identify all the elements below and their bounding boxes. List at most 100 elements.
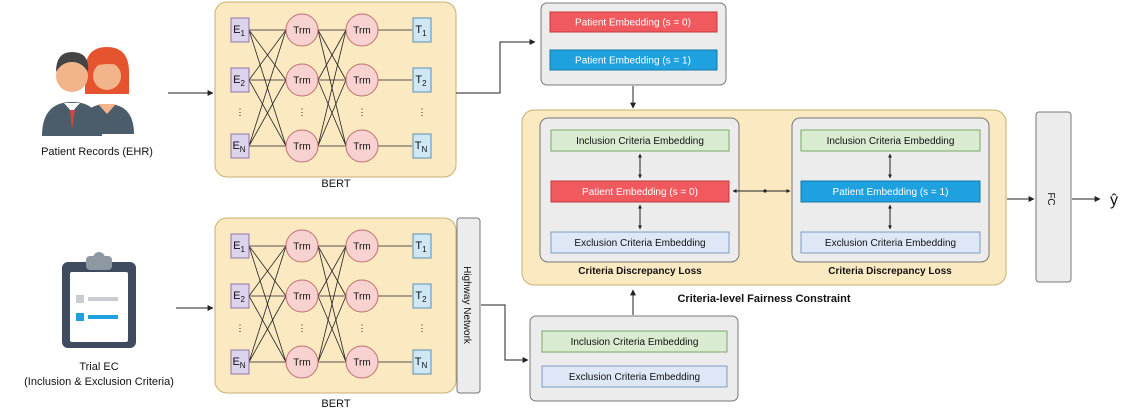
trm-label-1-n-patient: Trm [293, 142, 310, 153]
fc-layer [1035, 111, 1072, 283]
bert-edge-trial [248, 245, 287, 297]
t-node-label-2-patient: T2 [415, 74, 427, 88]
trial-ec-label: Trial EC [79, 361, 118, 373]
trm-label-2-1-patient: Trm [353, 26, 370, 37]
trm-node-1-2-trial [285, 279, 319, 313]
trial-ec-sublabel: (Inclusion & Exclusion Criteria) [24, 376, 174, 388]
trm-node-1-1-patient [285, 13, 319, 47]
e-node-label-n-trial: EN [232, 356, 245, 370]
left-inclusion-embedding [550, 129, 730, 152]
patient-embedding-s1 [549, 49, 718, 71]
t-node-1-patient [412, 17, 432, 43]
trm-label-1-n-trial: Trm [293, 358, 310, 369]
e-node-2-trial [230, 283, 250, 309]
t-node-label-1-trial: T1 [415, 240, 427, 254]
t-node-label-2-trial: T2 [415, 290, 427, 304]
right-inclusion-embedding [800, 129, 981, 152]
bert-background-trial [214, 217, 457, 394]
patient-embedding-s0 [549, 11, 718, 33]
fc-label: FC [1045, 192, 1056, 205]
trm-label-2-n-patient: Trm [353, 142, 370, 153]
t-node-label-n-trial: TN [415, 356, 428, 370]
highway-network-label: Highway Network [461, 266, 472, 345]
trm-label-2-1-trial: Trm [353, 242, 370, 253]
right-inclusion-label: Inclusion Criteria Embedding [827, 136, 955, 147]
fairness-constraint-title: Criteria-level Fairness Constraint [677, 293, 850, 305]
t-sub-2: 2 [422, 295, 427, 304]
ellipsis-0-patient: ⋮ [236, 107, 245, 117]
trm-label-2-2-patient: Trm [353, 76, 370, 87]
left-exclusion-label: Exclusion Criteria Embedding [574, 238, 705, 249]
output-y-hat: ŷ [1110, 192, 1118, 209]
trm-label-2-2-trial: Trm [353, 292, 370, 303]
t-sub-n: N [421, 145, 427, 154]
ellipsis-3-patient: ⋮ [418, 107, 427, 117]
e-node-1-patient [230, 17, 250, 43]
arrow-bert-to-groups [456, 39, 536, 94]
bert-edge-patient [248, 29, 287, 81]
t-node-2-patient [412, 67, 432, 93]
trm-label-1-2-patient: Trm [293, 76, 310, 87]
e-node-2-patient [230, 67, 250, 93]
trm-node-2-2-patient [345, 63, 379, 97]
ellipsis-1-trial: ⋮ [298, 323, 307, 333]
e-node-label-2-patient: E2 [233, 74, 245, 88]
bert-edge-trial [248, 295, 287, 363]
left-exclusion-embedding [550, 231, 730, 254]
t-node-2-trial [412, 283, 432, 309]
left-patient-label: Patient Embedding (s = 0) [582, 187, 698, 198]
bert-edge-patient [317, 29, 347, 147]
t-sub-1: 1 [422, 29, 427, 38]
exclusion-criteria-embedding-label: Exclusion Criteria Embedding [569, 372, 700, 383]
e-sub-1: 1 [240, 245, 245, 254]
trm-label-1-2-trial: Trm [293, 292, 310, 303]
ellipsis-0-trial: ⋮ [236, 323, 245, 333]
e-node-label-2-trial: E2 [233, 290, 245, 304]
right-exclusion-embedding [800, 231, 981, 254]
right-patient-embedding [800, 180, 981, 203]
trm-node-2-n-trial [345, 345, 379, 379]
bert-label-top: BERT [321, 178, 350, 190]
t-sub-1: 1 [422, 245, 427, 254]
t-node-label-n-patient: TN [415, 140, 428, 154]
trm-node-1-n-patient [285, 129, 319, 163]
ellipsis-1-patient: ⋮ [298, 107, 307, 117]
patient-embedding-s0-label: Patient Embedding (s = 0) [575, 18, 691, 29]
bert-edge-patient [317, 29, 347, 81]
e-sub-1: 1 [240, 29, 245, 38]
ellipsis-2-trial: ⋮ [358, 323, 367, 333]
trm-node-2-1-trial [345, 229, 379, 263]
patients-icon [42, 47, 134, 136]
trm-node-1-2-patient [285, 63, 319, 97]
left-patient-embedding [550, 180, 730, 203]
trm-node-2-1-patient [345, 13, 379, 47]
right-exclusion-label: Exclusion Criteria Embedding [825, 238, 956, 249]
left-loss-label: Criteria Discrepancy Loss [578, 266, 702, 277]
bert-edge-trial [317, 295, 347, 363]
bert-label-bottom: BERT [321, 398, 350, 410]
bert-edge-patient [248, 79, 287, 147]
criteria-embedding-box [529, 315, 739, 402]
trm-node-2-2-trial [345, 279, 379, 313]
e-sub-2: 2 [240, 295, 245, 304]
trm-node-1-1-trial [285, 229, 319, 263]
arrow-highway-to-criteria [481, 304, 529, 363]
right-patient-label: Patient Embedding (s = 1) [833, 187, 949, 198]
t-node-1-trial [412, 233, 432, 259]
patient-embedding-s1-label: Patient Embedding (s = 1) [575, 56, 691, 67]
bert-edge-trial [248, 245, 287, 363]
trm-node-1-n-trial [285, 345, 319, 379]
bert-edge-patient [317, 79, 347, 147]
bert-edge-trial [317, 245, 347, 363]
trm-label-2-n-trial: Trm [353, 358, 370, 369]
t-node-n-trial [412, 349, 432, 375]
trm-label-1-1-patient: Trm [293, 26, 310, 37]
bert-background-patient [214, 1, 457, 178]
bert-edge-patient [248, 29, 287, 147]
highway-network-box [456, 217, 481, 394]
clipboard-icon [62, 252, 136, 348]
t-node-n-patient [412, 133, 432, 159]
e-node-n-trial [230, 349, 250, 375]
